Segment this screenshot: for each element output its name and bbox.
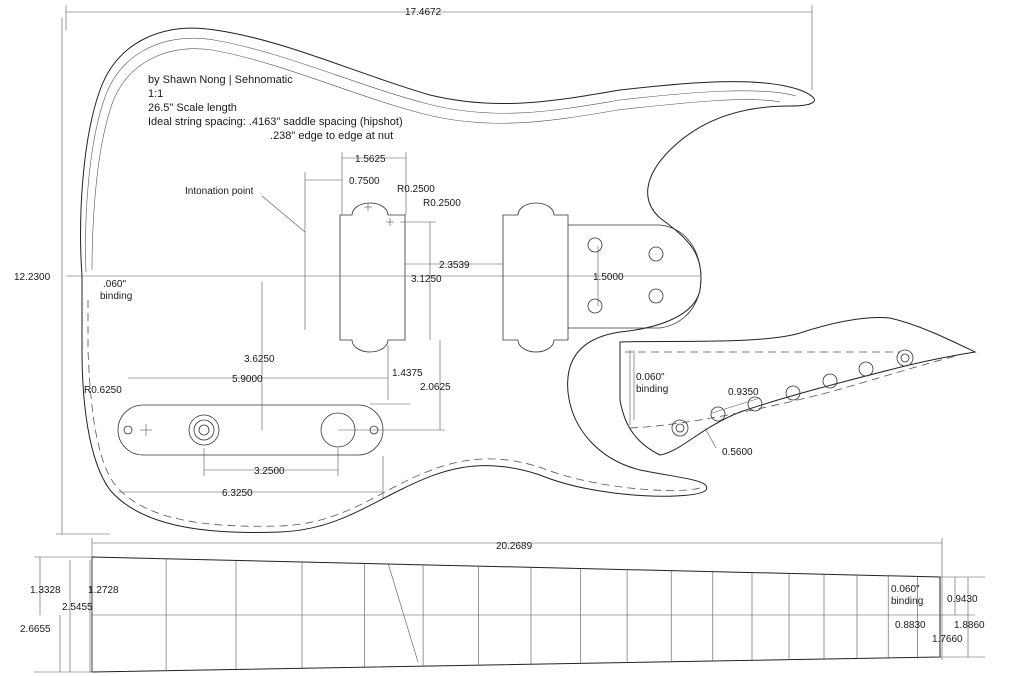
notes-block: by Shawn Nong | Sehnomatic 1:1 26.5" Sca… — [148, 74, 403, 142]
tuner-hole-4 — [785, 385, 801, 401]
dim-3-6250: 3.6250 — [244, 354, 275, 365]
binding-head-word: binding — [636, 384, 668, 395]
tuner-hole-3 — [747, 396, 763, 412]
dim-1-5000: 1.5000 — [593, 272, 624, 283]
dim-6-3250: 6.3250 — [222, 488, 253, 499]
scale-note: 1:1 — [148, 88, 163, 100]
dim-neck-length: 20.2689 — [496, 541, 533, 552]
dim-1-7660: 1.7660 — [932, 634, 963, 645]
dim-2-0625: 2.0625 — [420, 382, 451, 393]
neck-pickup — [502, 202, 569, 353]
dim-5-9000: 5.9000 — [232, 374, 263, 385]
fretboard — [34, 538, 985, 673]
binding-neck-word: binding — [891, 596, 923, 607]
dim-r0-2500-b: R0.2500 — [423, 198, 461, 209]
dim-0-9430: 0.9430 — [947, 594, 978, 605]
dim-0-7500: 0.7500 — [349, 176, 380, 187]
scale-length-note: 26.5" Scale length — [148, 102, 237, 114]
dimension-lines — [56, 5, 813, 535]
dim-2-3539: 2.3539 — [439, 260, 470, 271]
dim-1-3328: 1.3328 — [30, 585, 61, 596]
fret-lines — [165, 558, 918, 671]
dim-r0-2500-a: R0.2500 — [397, 184, 435, 195]
string-spacing-note: Ideal string spacing: .4163" saddle spac… — [148, 116, 403, 128]
dim-3-1250: 3.1250 — [411, 274, 442, 285]
tuner-hole-6 — [858, 361, 874, 377]
dim-r0-6250: R0.6250 — [84, 385, 122, 396]
tuner-holes — [671, 349, 914, 437]
dim-1-8860: 1.8860 — [954, 620, 985, 631]
author-note: by Shawn Nong | Sehnomatic — [148, 74, 293, 86]
tuner-hole-1 — [671, 419, 689, 437]
binding-neck-value: 0.060" — [891, 584, 920, 595]
intonation-label: Intonation point — [185, 186, 254, 197]
dim-0-8830: 0.8830 — [895, 620, 926, 631]
output-jack — [188, 414, 220, 446]
tuner-hole-2 — [710, 406, 726, 422]
dim-1-4375: 1.4375 — [392, 368, 423, 379]
dimension-labels: 17.4672 12.2300 1.5625 0.7500 R0.2500 R0… — [14, 7, 985, 645]
dim-body-width: 12.2300 — [14, 272, 51, 283]
headstock-outline — [619, 317, 977, 456]
binding-head-value: 0.060" — [636, 372, 665, 383]
dim-2-6655: 2.6655 — [20, 624, 51, 635]
nut-spacing-note: .238" edge to edge at nut — [270, 130, 393, 142]
dim-0-9350: 0.9350 — [728, 387, 759, 398]
dim-1-5625: 1.5625 — [355, 154, 386, 165]
dim-2-5455: 2.5455 — [62, 602, 93, 613]
tuner-hole-5 — [822, 373, 838, 389]
neck-pocket — [568, 224, 702, 329]
binding-body-value: .060" — [103, 279, 126, 290]
binding-body-word: binding — [100, 291, 132, 302]
dim-3-2500: 3.2500 — [254, 466, 285, 477]
tuner-hole-7 — [896, 349, 914, 367]
dim-body-length: 17.4672 — [405, 7, 442, 18]
bridge-pickup — [339, 202, 406, 353]
dim-0-5600: 0.5600 — [722, 447, 753, 458]
dim-1-2728: 1.2728 — [88, 585, 119, 596]
